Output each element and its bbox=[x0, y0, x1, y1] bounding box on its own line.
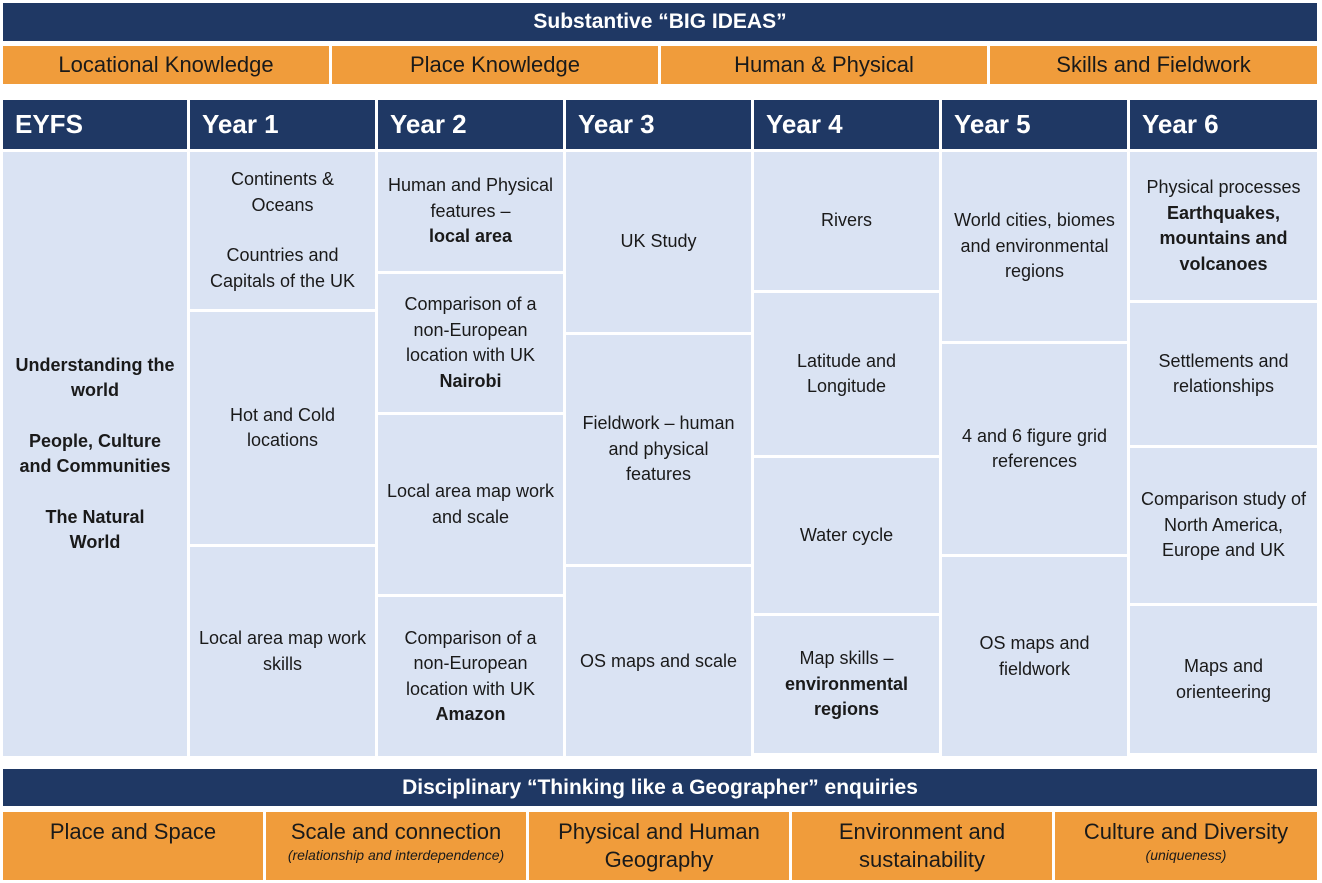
y2-comparison2: Comparison of a non-European location wi… bbox=[404, 627, 537, 699]
y3-fieldwork: Fieldwork – human and physical features bbox=[582, 413, 735, 485]
y6-comparison-box: Comparison study of North America, Europ… bbox=[1130, 448, 1317, 603]
big-idea-human-physical: Human & Physical bbox=[661, 46, 987, 84]
enquiry-culture-diversity-sub: (uniqueness) bbox=[1145, 847, 1227, 863]
enquiry-scale-connection-sub: (relationship and interdependence) bbox=[287, 847, 505, 863]
y6-settlements: Settlements and relationships bbox=[1158, 350, 1289, 397]
eyfs-understanding: Understanding the world bbox=[15, 354, 175, 401]
y1-hot-cold: Hot and Cold locations bbox=[229, 404, 336, 451]
y5-world-cities-box: World cities, biomes and environmental r… bbox=[942, 152, 1127, 341]
y1-local-map: Local area map work skills bbox=[198, 628, 367, 674]
y4-map-skills-bold: environmental regions bbox=[784, 673, 909, 720]
enquiry-scale-connection: Scale and connection (relationship and i… bbox=[266, 812, 526, 880]
y2-comparison2-box: Comparison of a non-European location wi… bbox=[378, 597, 563, 756]
column-year-3: UK Study Fieldwork – human and physical … bbox=[566, 152, 751, 756]
eyfs-natural: The Natural World bbox=[45, 506, 145, 553]
enquiry-place-space: Place and Space bbox=[3, 812, 263, 880]
y3-uk-study: UK Study bbox=[620, 231, 697, 252]
column-year-1: Continents & Oceans Countries and Capita… bbox=[190, 152, 375, 756]
y4-water-cycle-box: Water cycle bbox=[754, 458, 939, 613]
y4-lat-long: Latitude and Longitude bbox=[796, 350, 897, 397]
big-idea-locational: Locational Knowledge bbox=[3, 46, 329, 84]
eyfs-people: People, Culture and Communities bbox=[19, 430, 171, 477]
enquiry-culture-diversity: Culture and Diversity (uniqueness) bbox=[1055, 812, 1317, 880]
y3-uk-study-box: UK Study bbox=[566, 152, 751, 332]
substantive-title: Substantive “BIG IDEAS” bbox=[533, 10, 787, 33]
y1-local-map-box: Local area map work skills bbox=[190, 547, 375, 756]
y1-countries: Countries and Capitals of the UK bbox=[209, 245, 356, 291]
y4-map-skills: Map skills – bbox=[799, 648, 894, 669]
big-idea-skills: Skills and Fieldwork bbox=[990, 46, 1317, 84]
y2-human-physical-box: Human and Physical features – local area bbox=[378, 152, 563, 271]
y2-comparison1: Comparison of a non-European location wi… bbox=[404, 294, 537, 365]
y5-grid-refs-box: 4 and 6 figure grid references bbox=[942, 344, 1127, 554]
year-header-2: Year 2 bbox=[378, 100, 563, 149]
y5-grid-refs: 4 and 6 figure grid references bbox=[961, 425, 1108, 472]
year-header-3: Year 3 bbox=[566, 100, 751, 149]
y2-human-physical: Human and Physical features – bbox=[387, 175, 554, 221]
column-year-6: Physical processes Earthquakes, mountain… bbox=[1130, 152, 1317, 756]
y6-physical-bold: Earthquakes, mountains and volcanoes bbox=[1159, 202, 1288, 274]
year-header-eyfs: EYFS bbox=[3, 100, 187, 149]
y6-maps-box: Maps and orienteering bbox=[1130, 606, 1317, 753]
year-header-5: Year 5 bbox=[942, 100, 1127, 149]
y5-os-fieldwork: OS maps and fieldwork bbox=[979, 633, 1090, 679]
y6-physical: Physical processes bbox=[1146, 177, 1301, 197]
column-year-4: Rivers Latitude and Longitude Water cycl… bbox=[754, 152, 939, 756]
y1-continents: Continents & Oceans bbox=[230, 169, 335, 215]
disciplinary-title: Disciplinary “Thinking like a Geographer… bbox=[402, 775, 918, 799]
y6-maps: Maps and orienteering bbox=[1175, 656, 1272, 702]
y4-lat-long-box: Latitude and Longitude bbox=[754, 293, 939, 455]
y3-os-maps-box: OS maps and scale bbox=[566, 567, 751, 756]
y6-settlements-box: Settlements and relationships bbox=[1130, 303, 1317, 445]
column-year-2: Human and Physical features – local area… bbox=[378, 152, 563, 756]
y5-world-cities: World cities, biomes and environmental r… bbox=[954, 210, 1115, 282]
y6-physical-box: Physical processes Earthquakes, mountain… bbox=[1130, 152, 1317, 300]
enquiry-physical-human: Physical and Human Geography bbox=[529, 812, 789, 880]
y1-hot-cold-box: Hot and Cold locations bbox=[190, 312, 375, 544]
eyfs-box: Understanding the world People, Culture … bbox=[3, 152, 187, 756]
enquiry-environment: Environment and sustainability bbox=[792, 812, 1052, 880]
y6-comparison: Comparison study of North America, Europ… bbox=[1140, 489, 1307, 561]
y2-local-map: Local area map work and scale bbox=[386, 481, 555, 527]
disciplinary-header: Disciplinary “Thinking like a Geographer… bbox=[3, 769, 1317, 806]
substantive-header: Substantive “BIG IDEAS” bbox=[3, 3, 1317, 41]
y2-comparison2-bold: Amazon bbox=[435, 704, 506, 724]
year-header-4: Year 4 bbox=[754, 100, 939, 149]
year-header-6: Year 6 bbox=[1130, 100, 1317, 149]
y3-os-maps: OS maps and scale bbox=[579, 650, 738, 671]
y4-water-cycle: Water cycle bbox=[799, 524, 894, 545]
enquiries-band: Place and Space Scale and connection (re… bbox=[3, 812, 1317, 880]
y2-comparison1-box: Comparison of a non-European location wi… bbox=[378, 274, 563, 412]
y2-human-physical-bold: local area bbox=[428, 226, 513, 247]
year-header-row: EYFS Year 1 Year 2 Year 3 Year 4 Year 5 … bbox=[3, 100, 1317, 149]
y3-fieldwork-box: Fieldwork – human and physical features bbox=[566, 335, 751, 564]
year-header-1: Year 1 bbox=[190, 100, 375, 149]
y4-rivers: Rivers bbox=[820, 210, 872, 231]
y4-rivers-box: Rivers bbox=[754, 152, 939, 290]
big-ideas-band: Locational Knowledge Place Knowledge Hum… bbox=[3, 46, 1317, 84]
y4-map-skills-box: Map skills – environmental regions bbox=[754, 616, 939, 753]
y2-local-map-box: Local area map work and scale bbox=[378, 415, 563, 594]
column-year-5: World cities, biomes and environmental r… bbox=[942, 152, 1127, 756]
y1-continents-box: Continents & Oceans Countries and Capita… bbox=[190, 152, 375, 309]
y5-os-fieldwork-box: OS maps and fieldwork bbox=[942, 557, 1127, 756]
big-idea-place: Place Knowledge bbox=[332, 46, 658, 84]
column-eyfs: Understanding the world People, Culture … bbox=[3, 152, 187, 756]
y2-comparison1-bold: Nairobi bbox=[439, 370, 502, 391]
